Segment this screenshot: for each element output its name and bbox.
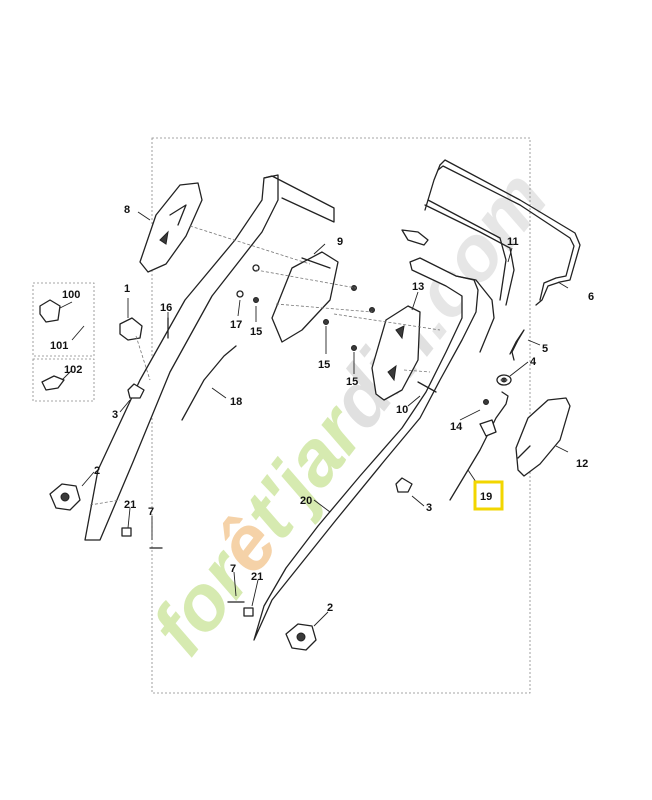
- label-15c: 15: [346, 376, 358, 388]
- part-8-cover: [139, 182, 203, 273]
- knob-2-bottom: [285, 623, 317, 651]
- pad-102: [41, 375, 65, 391]
- label-20: 20: [300, 495, 312, 507]
- label-13: 13: [412, 281, 424, 293]
- label-17: 17: [230, 319, 242, 331]
- cable-18: [181, 345, 237, 421]
- label-21a: 21: [124, 499, 136, 511]
- cable-19: [449, 391, 509, 501]
- kit-box-100-101: [32, 282, 95, 357]
- leader-lines: [59, 211, 569, 627]
- label-10: 10: [396, 404, 408, 416]
- clip-3-left: [127, 383, 145, 399]
- clip-3-right: [395, 477, 413, 493]
- label-7a: 7: [148, 506, 154, 518]
- label-100: 100: [62, 289, 80, 301]
- label-3b: 3: [426, 502, 432, 514]
- bracket-1: [119, 317, 143, 341]
- part-12-cover: [515, 397, 571, 477]
- kit-box-102: [32, 358, 95, 402]
- pin-10: [417, 381, 437, 393]
- knob-2-left: [49, 483, 81, 511]
- label-14: 14: [450, 421, 463, 433]
- label-6: 6: [588, 291, 594, 303]
- label-11: 11: [507, 236, 519, 248]
- screws: [121, 264, 489, 617]
- label-12: 12: [576, 458, 588, 470]
- label-16: 16: [160, 302, 172, 314]
- label-8: 8: [124, 204, 130, 216]
- label-101: 101: [50, 340, 68, 352]
- bail-bar-6: [401, 159, 581, 306]
- label-19: 19: [480, 491, 492, 503]
- label-3a: 3: [112, 409, 118, 421]
- label-102: 102: [64, 364, 82, 376]
- label-18: 18: [230, 396, 242, 408]
- part-9-cover: [271, 251, 339, 343]
- part-13-control-box: [371, 305, 421, 401]
- label-4: 4: [530, 356, 537, 368]
- washer-4: [496, 374, 512, 386]
- label-2b: 2: [327, 602, 333, 614]
- part-labels: 8 9 11 1 16 17 15 15 15 13 6 5 4 10 14 1…: [50, 204, 594, 614]
- lower-handle-left: [84, 174, 335, 541]
- label-2a: 2: [94, 465, 100, 477]
- label-15b: 15: [318, 359, 330, 371]
- spring-5: [509, 329, 525, 361]
- label-9: 9: [337, 236, 343, 248]
- label-21b: 21: [251, 571, 263, 583]
- bracket-100: [39, 299, 61, 323]
- label-7b: 7: [230, 563, 236, 575]
- label-15a: 15: [250, 326, 262, 338]
- assembly-lines: [89, 225, 510, 506]
- label-1: 1: [124, 283, 130, 295]
- handle-tube-20: [253, 257, 495, 641]
- highlight-box-19: [473, 480, 504, 511]
- label-5: 5: [542, 343, 548, 355]
